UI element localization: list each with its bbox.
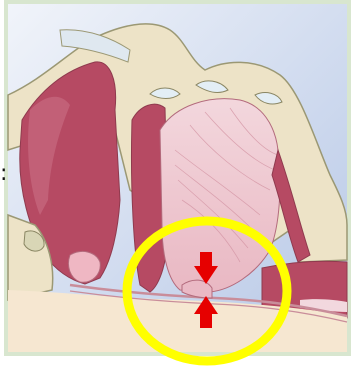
lower-lip [68, 251, 100, 282]
left-edge-mark: : [0, 163, 7, 185]
